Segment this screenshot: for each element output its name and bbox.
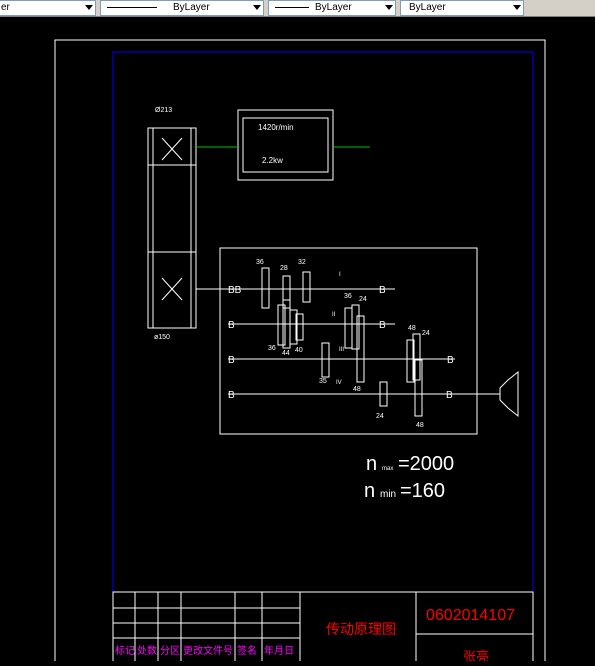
svg-text:BB: BB [228, 285, 242, 296]
drawing-number: 0602014107 [426, 607, 515, 624]
chevron-down-icon[interactable] [513, 5, 521, 10]
belt-drive [147, 127, 197, 329]
svg-text:=2000: =2000 [398, 453, 454, 475]
chevron-down-icon[interactable] [85, 5, 93, 10]
col-header-date: 年月日 [264, 644, 294, 657]
gear-label: 24 [422, 330, 430, 337]
gear-label: 35 [319, 378, 327, 385]
gear-label: 28 [280, 265, 288, 272]
svg-text:B: B [379, 320, 386, 331]
svg-text:=160: =160 [400, 480, 445, 502]
title-partial-text: 张亮 [463, 649, 489, 661]
drawing-canvas[interactable]: Ø213 ø150 1420r/min 2.2kw BB B B B B B B… [0, 16, 595, 666]
gear-label: 32 [298, 259, 306, 266]
col-header-zone: 分区 [160, 645, 180, 657]
chevron-down-icon[interactable] [385, 5, 393, 10]
chevron-down-icon[interactable] [253, 5, 261, 10]
shaft-label-3: III [339, 347, 344, 353]
shaft-label-2: II [332, 312, 336, 318]
drawing-svg: Ø213 ø150 1420r/min 2.2kw BB B B B B B B… [54, 39, 546, 666]
lineweight-combo[interactable]: ByLayer [268, 0, 396, 16]
properties-toolbar: er ByLayer ByLayer ByLayer [0, 0, 595, 17]
gear-label: 48 [408, 325, 416, 332]
gear-label: 44 [282, 350, 290, 357]
col-header-signature: 签名 [237, 644, 257, 657]
svg-text:max: max [382, 466, 393, 472]
n-max-annotation: n max =2000 [366, 453, 454, 475]
col-header-count: 处数 [137, 644, 157, 657]
col-header-mark: 标记 [115, 645, 135, 657]
shaft-label-4: IV [336, 380, 342, 386]
col-header-change-doc: 更改文件号 [183, 644, 233, 657]
plotstyle-combo[interactable]: ByLayer [400, 0, 524, 16]
svg-text:B: B [228, 390, 235, 401]
svg-text:n: n [364, 480, 375, 502]
gear-label: 24 [359, 296, 367, 303]
linetype-bylayer-combo[interactable]: ByLayer [100, 0, 264, 16]
plotstyle-combo-label: ByLayer [409, 2, 446, 13]
pulley-top-dia: Ø213 [155, 107, 172, 114]
gear-label: 24 [376, 413, 384, 420]
motor-speed: 1420r/min [258, 123, 294, 132]
title-block [112, 591, 534, 666]
lineweight-combo-label: ByLayer [315, 2, 352, 13]
sheet-outer-border [54, 39, 546, 666]
linetype-combo-text: er [1, 2, 10, 13]
svg-text:B: B [228, 355, 235, 366]
svg-text:min: min [380, 489, 396, 500]
linetype-combo-label: ByLayer [173, 2, 210, 13]
shaft-label-1: I [339, 272, 341, 278]
gear-label: 48 [353, 386, 361, 393]
gear-label: 40 [295, 347, 303, 354]
gear-label: 36 [344, 293, 352, 300]
gearbox: BB B B B B B B B [196, 247, 519, 435]
pulley-bottom-dia: ø150 [154, 334, 170, 341]
gear-label: 48 [416, 422, 424, 429]
motor [196, 109, 370, 181]
svg-text:B: B [228, 320, 235, 331]
linetype-combo[interactable]: er [0, 0, 96, 16]
svg-text:n: n [366, 453, 377, 475]
svg-text:B: B [447, 355, 454, 366]
svg-text:B: B [379, 285, 386, 296]
motor-power: 2.2kw [262, 156, 283, 165]
line-sample-icon [107, 7, 157, 8]
gear-label: 36 [268, 345, 276, 352]
drawing-title: 传动原理图 [326, 621, 396, 637]
svg-text:B: B [446, 390, 453, 401]
gear-label: 36 [256, 259, 264, 266]
sheet-inner-frame [112, 51, 534, 666]
line-sample-icon [275, 7, 309, 8]
n-min-annotation: n min =160 [364, 480, 445, 502]
